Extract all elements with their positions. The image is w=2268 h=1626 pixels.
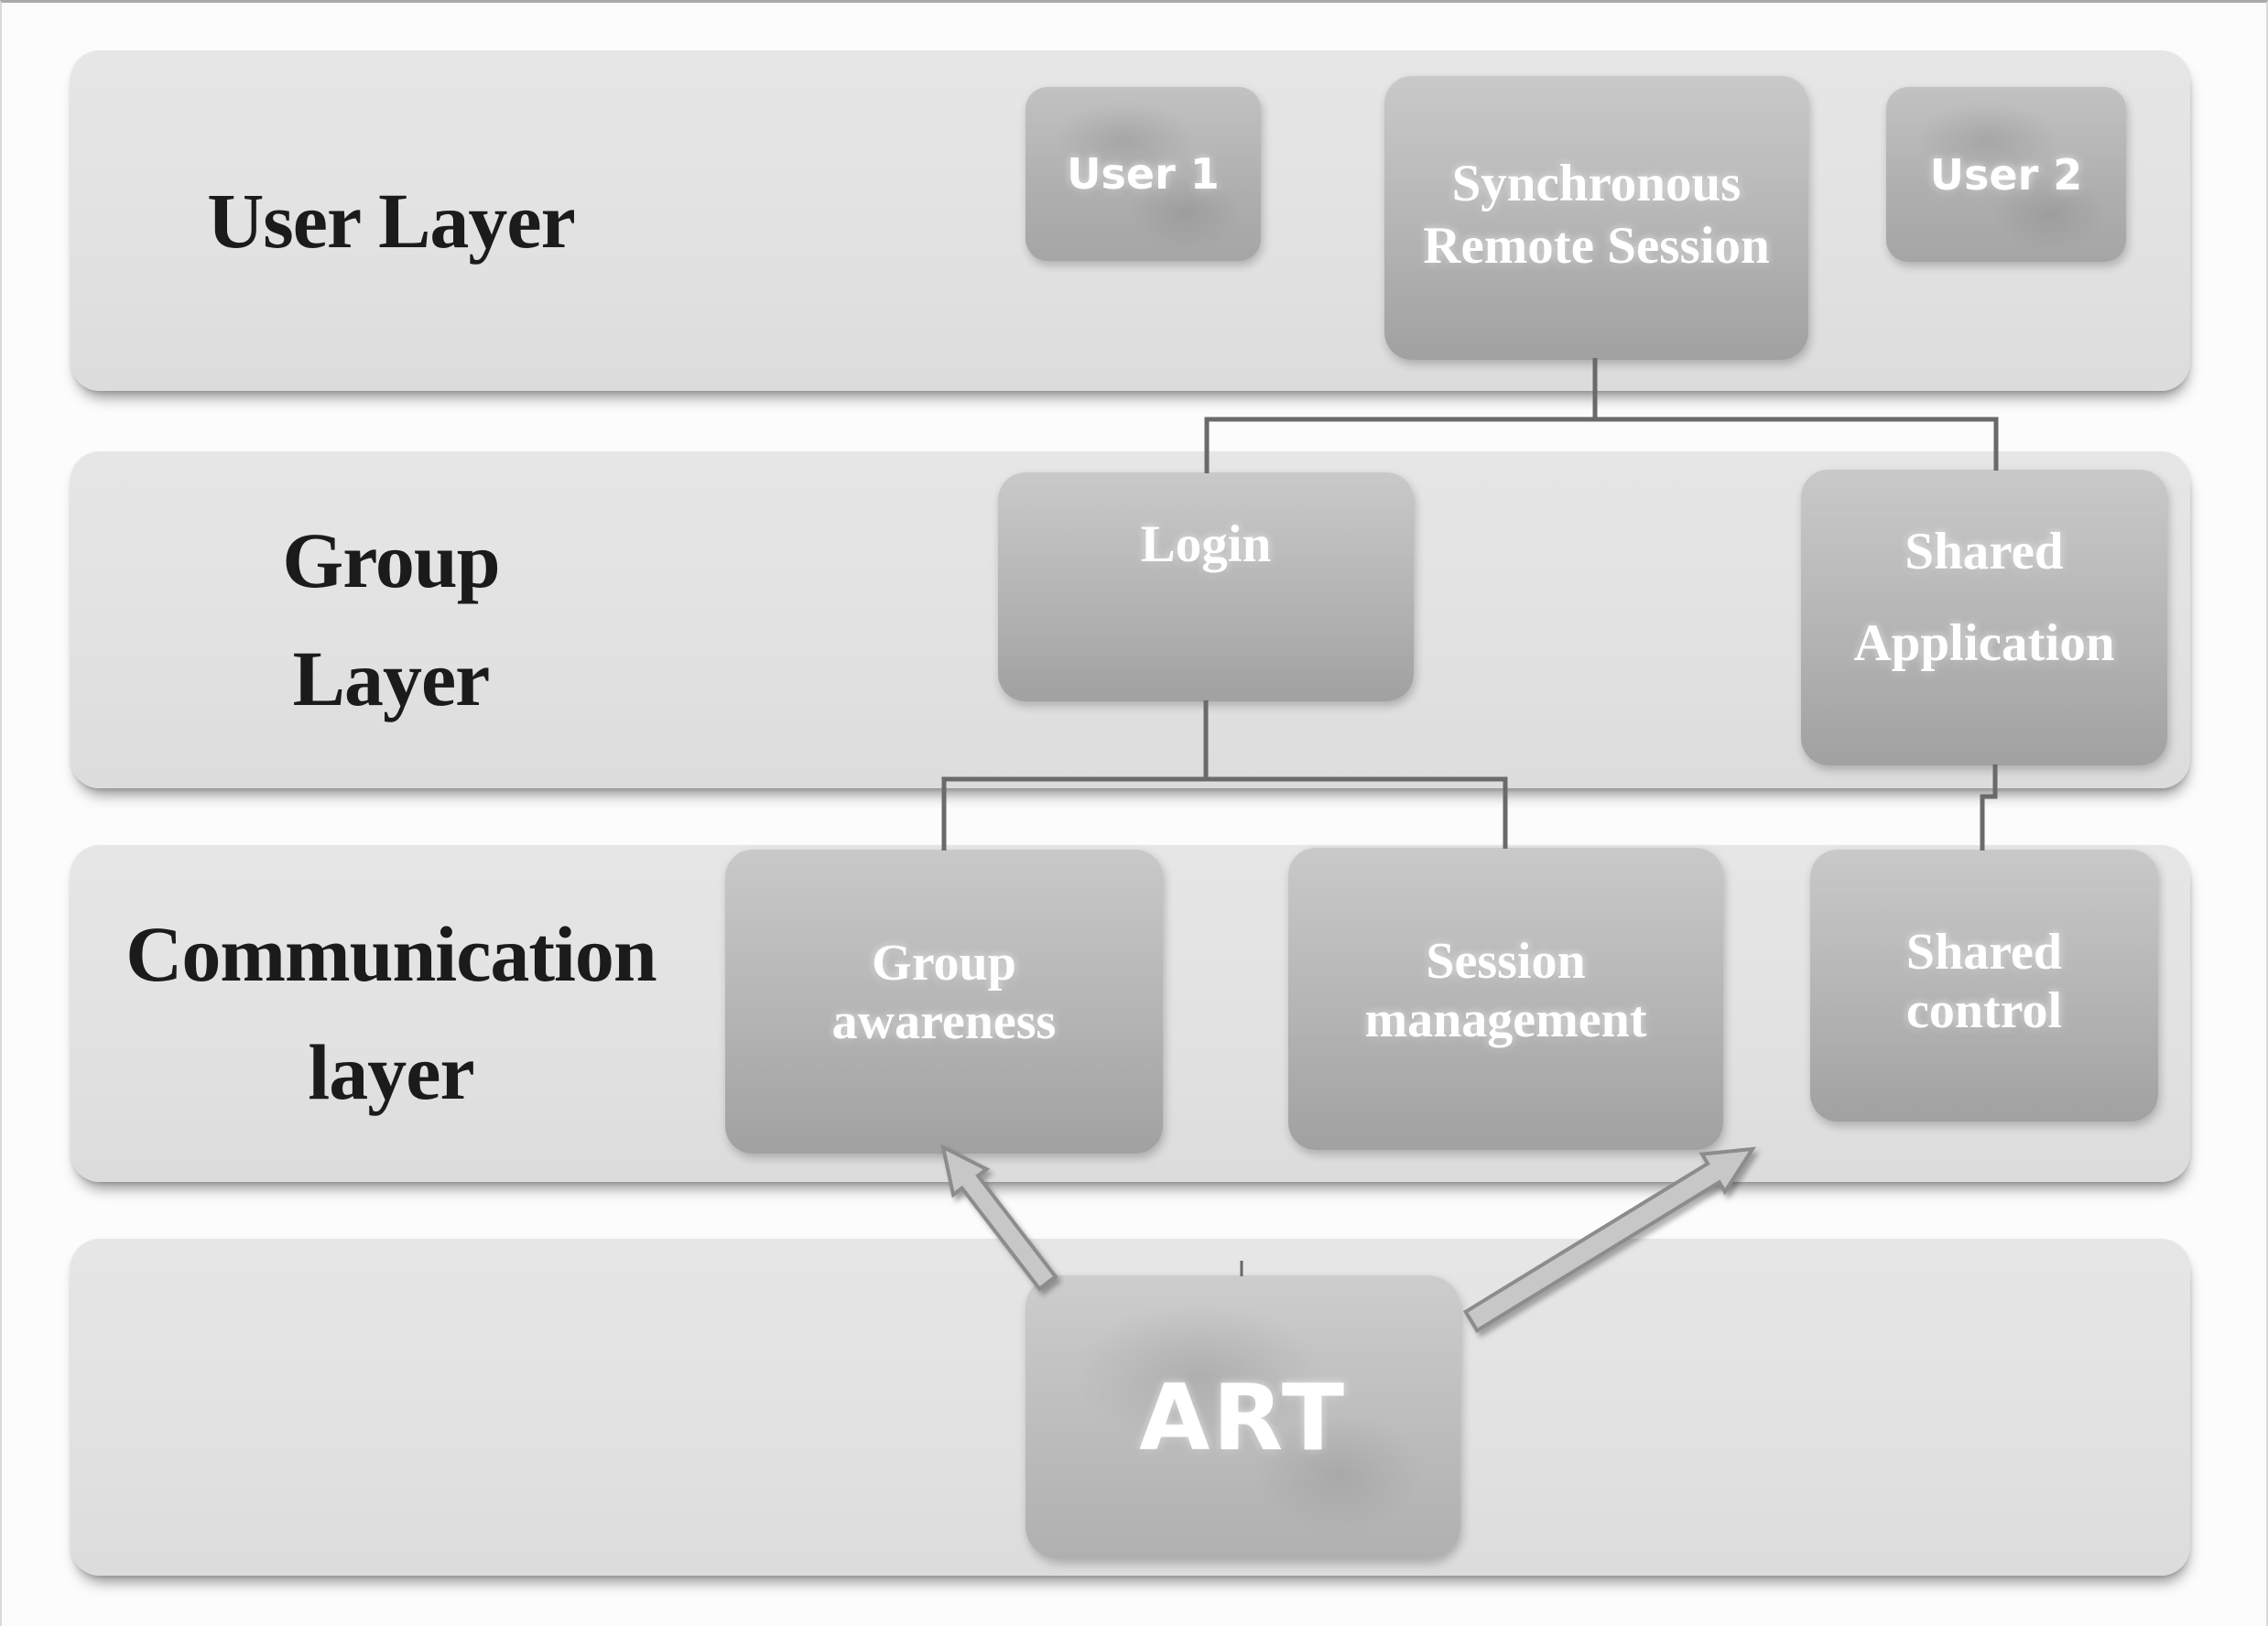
node-session-management-label-line: Session (1426, 933, 1586, 990)
layer-label-communication-layer: Communication layer (125, 845, 657, 1182)
node-session-management-label-line: management (1364, 992, 1647, 1049)
layer-label-user-layer: User Layer (125, 50, 657, 391)
node-group-awareness: Group awareness (725, 850, 1163, 1154)
node-login: Login (998, 472, 1414, 701)
node-shared-application-label-line: Shared (1904, 523, 2064, 580)
node-art-label: ART (1138, 1363, 1348, 1471)
node-synchronous-remote-session: Synchronous Remote Session (1384, 76, 1808, 360)
layer-label-line: Communication (125, 910, 657, 998)
layer-label-line: User Layer (207, 176, 576, 265)
layer-label-group-layer: Group Layer (125, 451, 657, 788)
node-shared-control-label-line: Shared (1905, 924, 2063, 981)
node-shared-application-label-line: Application (1853, 613, 2115, 672)
node-group-awareness-label-line: awareness (831, 993, 1057, 1051)
node-user-2: User 2 (1886, 87, 2126, 262)
node-art: ART (1025, 1275, 1460, 1559)
node-user-1-label: User 1 (1067, 149, 1220, 199)
node-shared-control-label-line: control (1905, 982, 2063, 1040)
layer-label-line: layer (308, 1028, 474, 1116)
connector-login-to-group-awareness-and-session-management (941, 776, 1508, 851)
node-group-awareness-label-line: Group (872, 935, 1016, 992)
layer-label-line: Layer (292, 634, 491, 722)
layer-label-line: Group (282, 516, 500, 604)
node-session-label-line: Remote Session (1423, 217, 1770, 276)
node-user-1: User 1 (1025, 87, 1261, 261)
node-session-management: Session management (1288, 848, 1723, 1150)
node-shared-control: Shared control (1810, 850, 2158, 1122)
node-login-label: Login (1140, 515, 1272, 573)
node-user-2-label: User 2 (1929, 149, 2083, 200)
node-shared-application: Shared Application (1801, 470, 2167, 765)
node-session-label-line: Synchronous (1451, 155, 1742, 212)
